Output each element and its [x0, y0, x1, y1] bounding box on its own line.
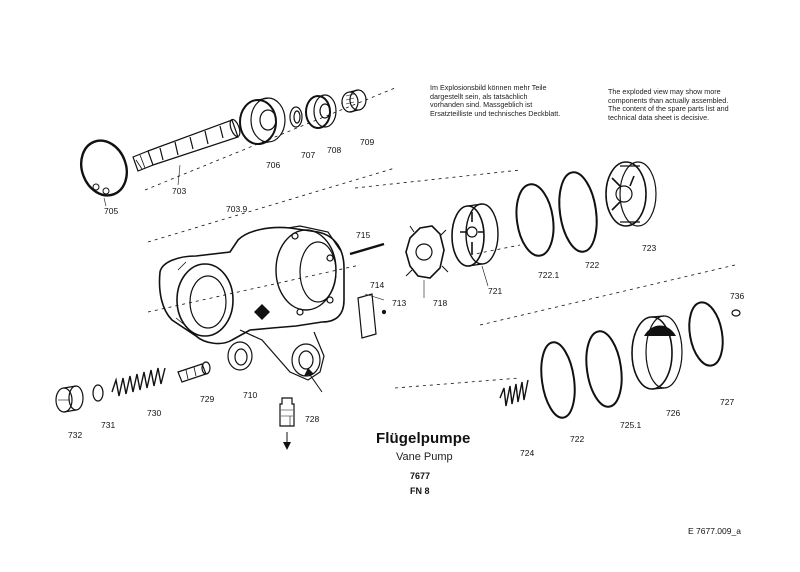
- plug-732: [55, 385, 84, 413]
- o-ring-722-lower: [540, 341, 576, 419]
- note-english-line: technical data sheet is decisive.: [608, 112, 710, 122]
- ring-707: [289, 106, 303, 128]
- part-label-705: 705: [104, 206, 119, 216]
- part-label-724: 724: [520, 448, 535, 458]
- note-german-line: Ersatzteilliste und technisches Deckblat…: [430, 108, 561, 118]
- note-english-line: components than actually assembled.: [608, 95, 729, 105]
- spring-730: [111, 367, 166, 397]
- part-label-710: 710: [243, 390, 258, 400]
- note-english-line: The content of the spare parts list and: [608, 104, 729, 114]
- cover-726: [631, 315, 683, 390]
- part-label-722-lower: 722: [570, 434, 585, 444]
- drawing-title: Flügelpumpe: [376, 430, 471, 447]
- retaining-ring-727: [688, 301, 724, 367]
- o-ring-722-upper: [558, 171, 598, 253]
- valve-piston-729: [177, 361, 211, 383]
- part-label-731: 731: [101, 420, 116, 430]
- part-label-723: 723: [642, 243, 657, 253]
- part-label-703-9: 703.9: [226, 204, 248, 214]
- note-german-line: Im Explosionsbild können mehr Teile: [430, 83, 547, 92]
- drive-shaft-703: [132, 118, 241, 172]
- part-label-732: 732: [68, 430, 83, 440]
- part-label-713: 713: [392, 298, 407, 308]
- part-label-718: 718: [433, 298, 448, 308]
- model-size: FN 8: [410, 486, 430, 496]
- inlet-arrow-icon: [304, 368, 323, 393]
- part-label-729: 729: [200, 394, 215, 404]
- model-number: 7677: [410, 471, 431, 481]
- part-label-714: 714: [370, 280, 385, 290]
- leader-lines: [103, 164, 489, 426]
- note-german-line: vorhanden sind. Massgeblich ist: [430, 100, 533, 110]
- spring-724: [499, 379, 529, 407]
- seal-ring-731: [92, 384, 104, 402]
- note-german-line: dargestellt sein, als tatsächlich: [430, 91, 528, 101]
- circlip-705: [80, 139, 128, 197]
- o-ring-725-1: [585, 330, 623, 408]
- part-label-708: 708: [327, 145, 342, 155]
- pressure-plate-723: [605, 161, 657, 227]
- part-label-707: 707: [301, 150, 316, 160]
- part-label-727: 727: [720, 397, 735, 407]
- drawing-reference: E 7677.009_a: [688, 526, 741, 536]
- part-label-703: 703: [172, 186, 187, 196]
- part-label-706: 706: [266, 160, 281, 170]
- o-ring-722-1: [515, 183, 555, 257]
- needle-bearing-709: [341, 89, 367, 113]
- drawing-subtitle: Vane Pump: [396, 451, 453, 463]
- fitting-728: [279, 397, 295, 450]
- note-german: Im Explosionsbild können mehr Teile darg…: [430, 83, 561, 118]
- part-label-721: 721: [488, 286, 503, 296]
- rotor-718: [405, 225, 449, 279]
- pin-736: [731, 309, 741, 317]
- pump-housing: [158, 225, 345, 381]
- ball-bearing-706: [239, 97, 286, 145]
- part-label-726: 726: [666, 408, 681, 418]
- pin-715: [349, 242, 385, 256]
- part-label-715: 715: [356, 230, 371, 240]
- plate-713: [357, 293, 387, 339]
- note-english-line: The exploded view may show more: [608, 87, 721, 96]
- cam-ring-721: [451, 203, 499, 267]
- shaft-seal-708: [305, 94, 337, 129]
- part-label-722-upper: 722: [585, 260, 600, 270]
- part-label-736: 736: [730, 291, 745, 301]
- part-label-725-1: 725.1: [620, 420, 642, 430]
- part-label-730: 730: [147, 408, 162, 418]
- part-label-728: 728: [305, 414, 320, 424]
- note-english: The exploded view may show more componen…: [608, 87, 729, 122]
- part-label-722-1: 722.1: [538, 270, 560, 280]
- part-label-709: 709: [360, 137, 375, 147]
